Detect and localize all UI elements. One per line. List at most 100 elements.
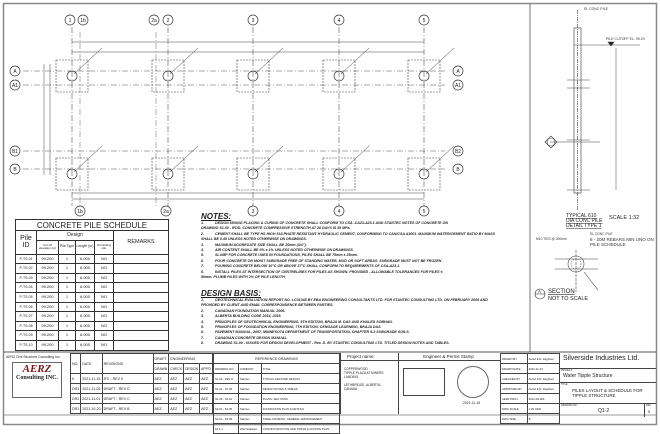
- note-line: 5.SLUMP FOR CONCRETE USED IN FOUNDATIONS…: [201, 253, 495, 258]
- header-pile-id: Pile ID: [15, 230, 37, 255]
- note-text: PAVEMENT MANUAL, 2007, MINNESOTA DEPARTM…: [215, 330, 410, 335]
- grid-top-bubble: [333, 14, 345, 26]
- rev-header-draft: DRAFT: [152, 353, 170, 364]
- note-number: 8.: [201, 341, 204, 346]
- project-line: COPPERWOOD: [344, 367, 368, 371]
- schedule-cell: NO: [94, 339, 114, 351]
- note-line: 50mm. PLUMB PILES WITH 2% OF PILE LENGTH…: [187, 275, 495, 280]
- drawing-title-2: TIPPLE STRUCTURE: [572, 393, 616, 398]
- rev-header-no: NO.: [69, 353, 82, 374]
- pile: [236, 145, 284, 191]
- note-line: 7.CANADIAN CONCRETE DESIGN MANUAL.: [201, 336, 488, 341]
- schedule-cell: 1: [58, 272, 76, 284]
- schedule-cell: 1: [58, 330, 76, 341]
- pile: [322, 145, 370, 191]
- rev-value: 0: [648, 409, 651, 414]
- note-text: SHALL BE 0.45 UNLESS NOTED OTHERWISE ON …: [201, 237, 307, 242]
- schedule-cell: NO: [94, 291, 114, 303]
- revision-row-cell: DRAFT - REV C: [101, 393, 154, 404]
- schedule-cell: 99.200: [36, 291, 59, 303]
- note-text: CEMENT SHALL BE TYPE HS HIGH SULPHATE RE…: [215, 231, 495, 236]
- note-text: DRAWING S1.00 - IFDD. CONCRETE COMPRESSI…: [201, 226, 351, 231]
- reference-row-cell: 16.1.1: [213, 423, 239, 434]
- reference-row-cell: S3.01 - S3.05: [213, 413, 239, 424]
- grid-top-bubble: [64, 14, 76, 26]
- typical-title-3: DETAIL TYPE 1: [566, 223, 602, 229]
- info-row-cell: AERZ PROJ.: [500, 393, 528, 404]
- typical-title-1: TYPICAL 610: [566, 213, 597, 219]
- revision-row-cell: AEZ: [199, 403, 213, 414]
- info-row-cell: Aerief E.R. Zaghloul: [526, 353, 561, 364]
- grid-top-label: 3: [252, 18, 255, 24]
- grid-top-label: 1b: [80, 18, 86, 24]
- schedule-cell: [113, 320, 169, 332]
- revision-row-cell: IFC - REV 0: [101, 373, 154, 384]
- stamp-label: Engineer & Permit Stamp: [397, 353, 500, 361]
- revision-row-cell: DRAFT - REV B: [101, 403, 154, 414]
- grid-right-label: A1: [455, 83, 461, 89]
- revisions-table: NO. DATE REVISIONS DRAFT ENGINEERING DRA…: [69, 353, 213, 414]
- info-row-cell: DWG SIZE: [500, 413, 528, 424]
- info-row-cell: APPROVED BY: [500, 383, 528, 394]
- header-cutoff: Cut off elevation (m): [36, 239, 59, 255]
- schedule-cell: 1: [58, 320, 76, 332]
- schedule-cell: NO: [94, 282, 114, 293]
- note-line: 4.PRINCIPLES OF GEOTECHNICAL ENGINEERING…: [201, 320, 488, 325]
- grid-right-label: B2: [455, 149, 461, 155]
- note-text: DRAWING S1.00 - ISSUED FOR DESIGN DEVELO…: [215, 341, 450, 346]
- rev-label: REV: [644, 404, 651, 417]
- design-basis-section: DESIGN BASIS: 1.GEOTECHNICAL EVALUATION …: [201, 289, 488, 347]
- schedule-cell: P-TS-03: [15, 272, 37, 284]
- note-text: ALBERTA BUILDING CODE 2014, 2019.: [215, 314, 282, 319]
- revision-row-cell: AEZ: [183, 403, 201, 414]
- revision-row-cell: DR2: [69, 393, 82, 404]
- reference-row-cell: TYPICAL FEATURE DETAILS: [260, 373, 341, 384]
- note-line: PROVIDED BY CLIENT AND EMAIL CORRESPONDE…: [187, 303, 488, 308]
- schedule-cell: 1: [58, 263, 76, 274]
- schedule-cell: P-TS-07: [15, 311, 37, 322]
- rev-header-engineering: ENGINEERING: [168, 353, 213, 364]
- grid-top-label: 4: [338, 18, 341, 24]
- grid-left-bubble: [9, 79, 21, 91]
- note-text: CANADIAN CONCRETE DESIGN MANUAL.: [215, 335, 288, 340]
- header-grounding: Grounding pile: [94, 239, 114, 255]
- pile: [55, 47, 103, 93]
- project-line: LETHBRIDGE, ALBERTA,: [344, 383, 382, 387]
- revision-row-cell: AEZ: [168, 393, 185, 404]
- schedule-cell: [113, 311, 169, 322]
- header-pile-type: Pile Type: [58, 239, 76, 255]
- schedule-cell: [113, 339, 169, 351]
- note-number: 6.: [201, 330, 204, 335]
- schedule-cell: 6.000: [75, 253, 95, 265]
- pile: [407, 145, 455, 191]
- revision-row-cell: AEZ: [168, 383, 185, 394]
- revision-row-cell: AEZ: [199, 393, 213, 404]
- schedule-cell: P-TS-08: [15, 320, 37, 332]
- design-basis-title: DESIGN BASIS:: [201, 289, 262, 298]
- schedule-cell: [113, 291, 169, 303]
- grid-bottom-bubble: [160, 205, 172, 217]
- reference-row-cell: Stantec: [237, 383, 262, 394]
- section-subtitle: NOT TO SCALE: [548, 296, 588, 302]
- schedule-cell: P-TS-05: [15, 291, 37, 303]
- schedule-cell: P-TS-06: [15, 301, 37, 313]
- schedule-title: CONCRETE PILE SCHEDULE: [15, 219, 169, 231]
- revision-row-cell: DRAFT - REV D: [101, 383, 154, 394]
- grid-top-label: 1: [69, 18, 72, 24]
- schedule-cell: 99.200: [36, 301, 59, 313]
- info-row-cell: DWG SCALE: [500, 403, 528, 414]
- grid-right-bubble: [452, 65, 464, 77]
- rev-header-design: DESIGN: [183, 363, 201, 374]
- info-row-cell: DRAWN BY: [500, 353, 528, 364]
